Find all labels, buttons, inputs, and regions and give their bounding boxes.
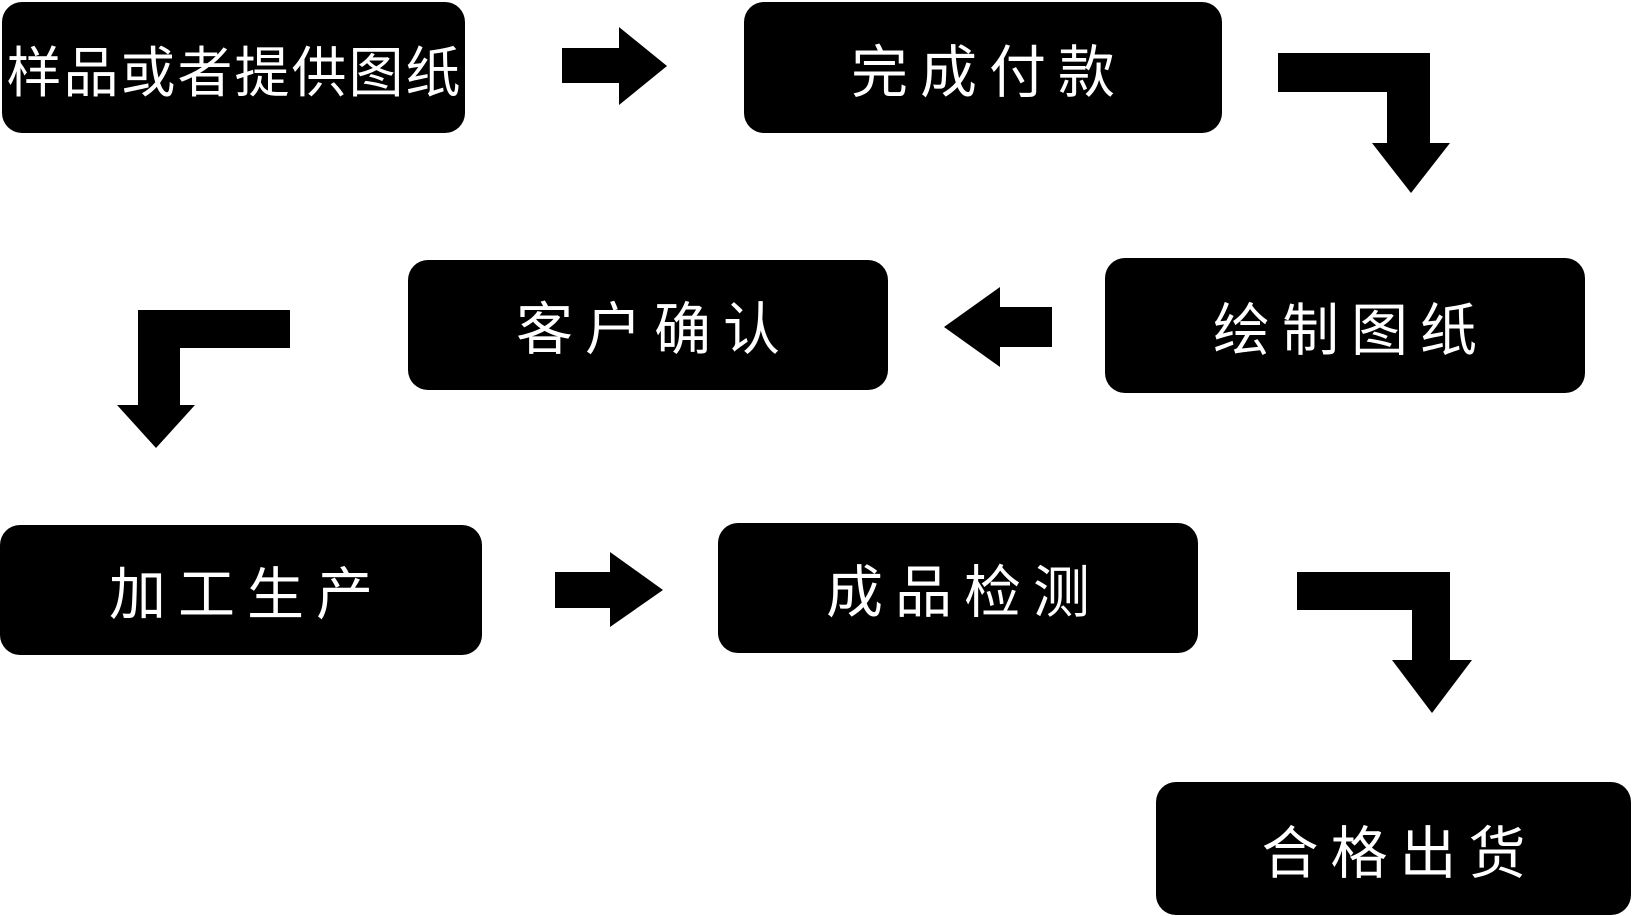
- flow-node-sample-or-drawing: 样品或者提供图纸: [2, 2, 465, 133]
- flow-node-draw-drawing: 绘制图纸: [1105, 258, 1585, 393]
- left-arrow-icon: [944, 287, 1052, 367]
- elbow-down-arrow-icon: [1278, 53, 1450, 193]
- flow-node-production: 加工生产: [0, 525, 482, 655]
- flow-node-payment: 完成付款: [744, 2, 1222, 133]
- flow-node-product-inspection: 成品检测: [718, 523, 1198, 653]
- right-arrow-icon: [555, 552, 663, 627]
- elbow-down-left-arrow-icon: [117, 310, 290, 448]
- flow-node-customer-confirm: 客户确认: [408, 260, 888, 390]
- flow-node-qualified-shipment: 合格出货: [1156, 782, 1631, 915]
- right-arrow-icon: [562, 27, 667, 105]
- elbow-down-arrow-icon: [1297, 572, 1472, 713]
